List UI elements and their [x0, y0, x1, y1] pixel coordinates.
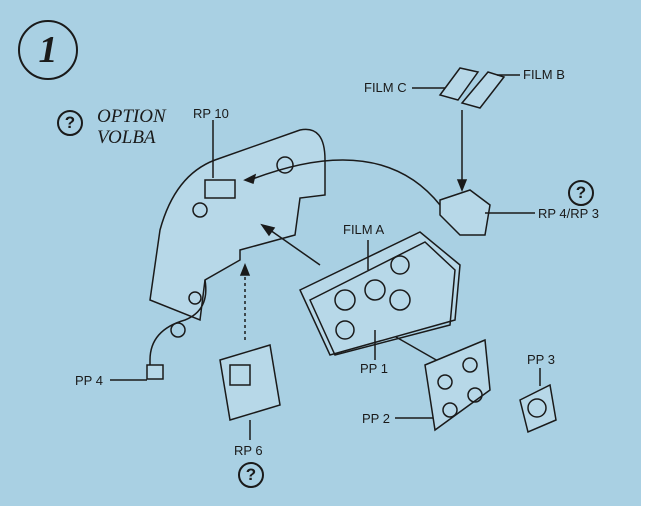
label-rp6: RP 6 [234, 443, 263, 458]
label-pp1: PP 1 [360, 361, 388, 376]
part-pp4 [146, 364, 164, 380]
part-film-a [299, 231, 461, 356]
part-film-c [438, 67, 480, 101]
part-pp2 [424, 338, 491, 432]
option-label-en: OPTION [97, 106, 166, 127]
assembly-drawing [110, 67, 557, 440]
part-pp1 [309, 241, 456, 356]
part-film-b [460, 71, 506, 109]
label-pp4: PP 4 [75, 373, 103, 388]
part-pp3 [519, 383, 557, 434]
label-film-c: FILM C [364, 80, 407, 95]
option-label-cz: VOLBA [97, 127, 156, 148]
label-film-b: FILM B [523, 67, 565, 82]
part-rp10-panel [149, 128, 326, 322]
label-pp2: PP 2 [362, 411, 390, 426]
label-film-a: FILM A [343, 222, 385, 237]
question-circle-icon: ? [57, 110, 83, 136]
rp10-detail [204, 179, 236, 199]
label-rp10: RP 10 [193, 106, 229, 121]
step-panel: 1 ? OPTION VOLBA [0, 0, 641, 506]
part-rp4-rp3 [439, 189, 491, 236]
cable-line [249, 159, 441, 206]
step-number: 1 [18, 20, 78, 80]
label-pp3: PP 3 [527, 352, 555, 367]
label-rp4-rp3: RP 4/RP 3 [538, 206, 599, 221]
question-circle-icon: ? [238, 462, 264, 488]
question-circle-icon: ? [568, 180, 594, 206]
